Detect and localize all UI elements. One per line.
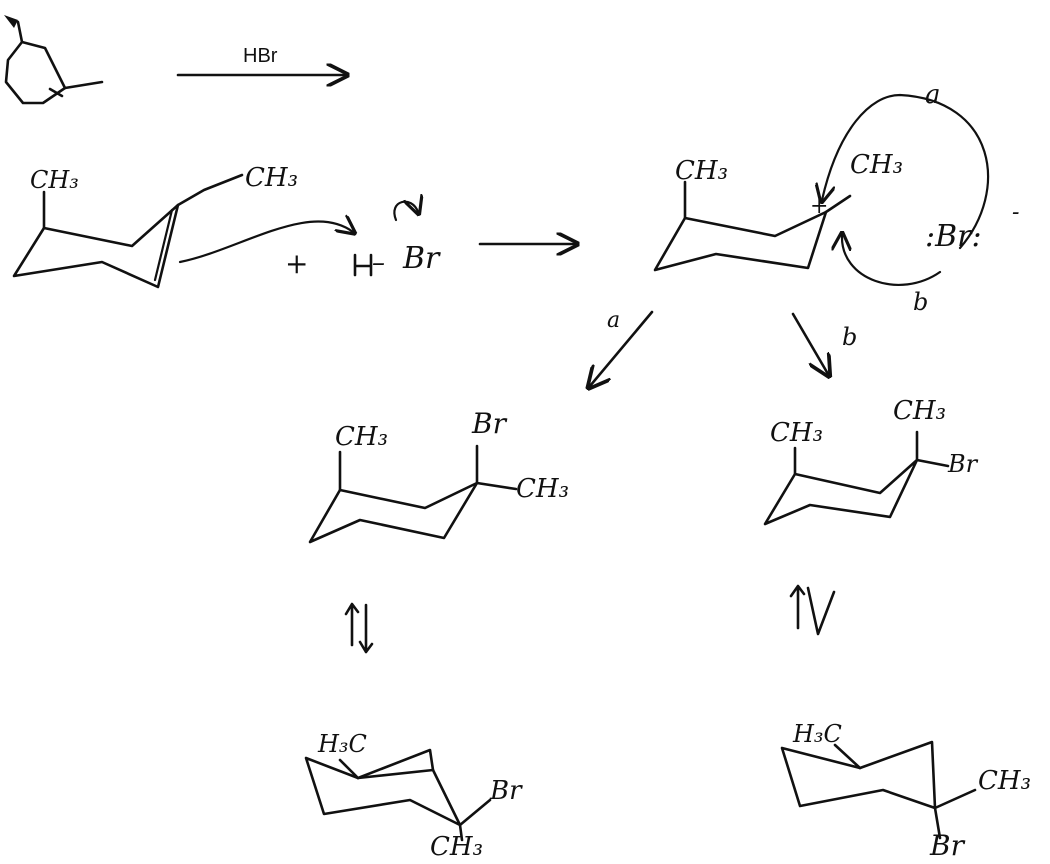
ch3-label: CH₃ bbox=[30, 166, 79, 194]
methyl-bond bbox=[824, 194, 852, 214]
curved-arrow-path-a bbox=[822, 93, 990, 250]
curved-arrow-path-b bbox=[842, 235, 942, 286]
branch-arrow-b bbox=[791, 312, 828, 374]
methyl-bond bbox=[475, 481, 518, 491]
hydrogen-glyph bbox=[353, 253, 373, 277]
ch3-label: CH₃ bbox=[893, 396, 946, 426]
ch3-label: CH₃ bbox=[430, 832, 483, 862]
cyclohexene-ring bbox=[4, 40, 67, 105]
half-chair-ring bbox=[12, 203, 180, 289]
product-b-chair bbox=[763, 430, 950, 526]
methyl-bond bbox=[176, 173, 244, 207]
path-b-label: b bbox=[913, 288, 929, 316]
ch3-label: CH₃ bbox=[850, 150, 903, 180]
bromine-bond bbox=[933, 806, 942, 840]
chair-ring bbox=[763, 458, 919, 526]
bromine-label: Br bbox=[948, 450, 978, 478]
flipped-chair-b bbox=[780, 740, 977, 840]
bromine-bond bbox=[915, 458, 950, 468]
path-a-label: a bbox=[925, 80, 941, 110]
bromine-label: Br bbox=[930, 829, 964, 862]
bromide-ion-label: :Br: bbox=[925, 219, 982, 254]
negative-charge: - bbox=[1012, 200, 1020, 225]
ch3-label: CH₃ bbox=[978, 766, 1031, 796]
h3c-label: H₃C bbox=[793, 720, 842, 748]
plus-sign: + bbox=[285, 247, 309, 280]
carbocation-chair bbox=[653, 93, 990, 286]
double-bond-line bbox=[48, 87, 64, 98]
ch3-label: CH₃ bbox=[335, 422, 388, 452]
methyl-bond bbox=[63, 80, 104, 90]
alkene-half-chair bbox=[12, 173, 418, 289]
branch-arrow-a bbox=[590, 310, 654, 386]
chair-ring bbox=[653, 210, 828, 272]
methyl-bond bbox=[16, 20, 24, 44]
branch-b-label: b bbox=[842, 323, 858, 351]
reagent-label: HBr bbox=[243, 45, 278, 67]
curved-arrow-hbr bbox=[393, 202, 418, 222]
h3c-label: H₃C bbox=[318, 730, 367, 758]
bromine-label: Br bbox=[403, 241, 440, 276]
ch3-label: CH₃ bbox=[675, 156, 728, 186]
ch3-label: CH₃ bbox=[516, 474, 569, 504]
wedge-bond bbox=[4, 15, 18, 28]
starting-material-structure bbox=[4, 15, 104, 105]
curved-arrow-pi-to-h bbox=[178, 221, 353, 264]
methyl-bond bbox=[933, 788, 977, 810]
ch3-label: CH₃ bbox=[245, 163, 298, 193]
equilibrium-arrows-a bbox=[344, 602, 374, 654]
bromine-label: Br bbox=[472, 407, 506, 440]
ring-back-edge bbox=[356, 748, 435, 780]
bromine-label: Br bbox=[490, 776, 522, 806]
methyl-bond bbox=[338, 758, 360, 780]
equilibrium-arrows-b bbox=[789, 584, 836, 636]
methyl-bond bbox=[833, 743, 862, 770]
ch3-label: CH₃ bbox=[770, 418, 823, 448]
methyl-bond bbox=[458, 823, 464, 842]
chair-ring bbox=[308, 481, 479, 544]
hbr-bond-dash: – bbox=[372, 248, 385, 278]
branch-a-label: a bbox=[607, 308, 621, 333]
double-bond-line bbox=[153, 208, 174, 282]
product-a-chair bbox=[308, 444, 518, 544]
bromine-bond bbox=[458, 798, 492, 827]
positive-charge: + bbox=[810, 194, 829, 219]
flipped-chair-a bbox=[304, 748, 492, 842]
chair-ring bbox=[780, 740, 937, 810]
